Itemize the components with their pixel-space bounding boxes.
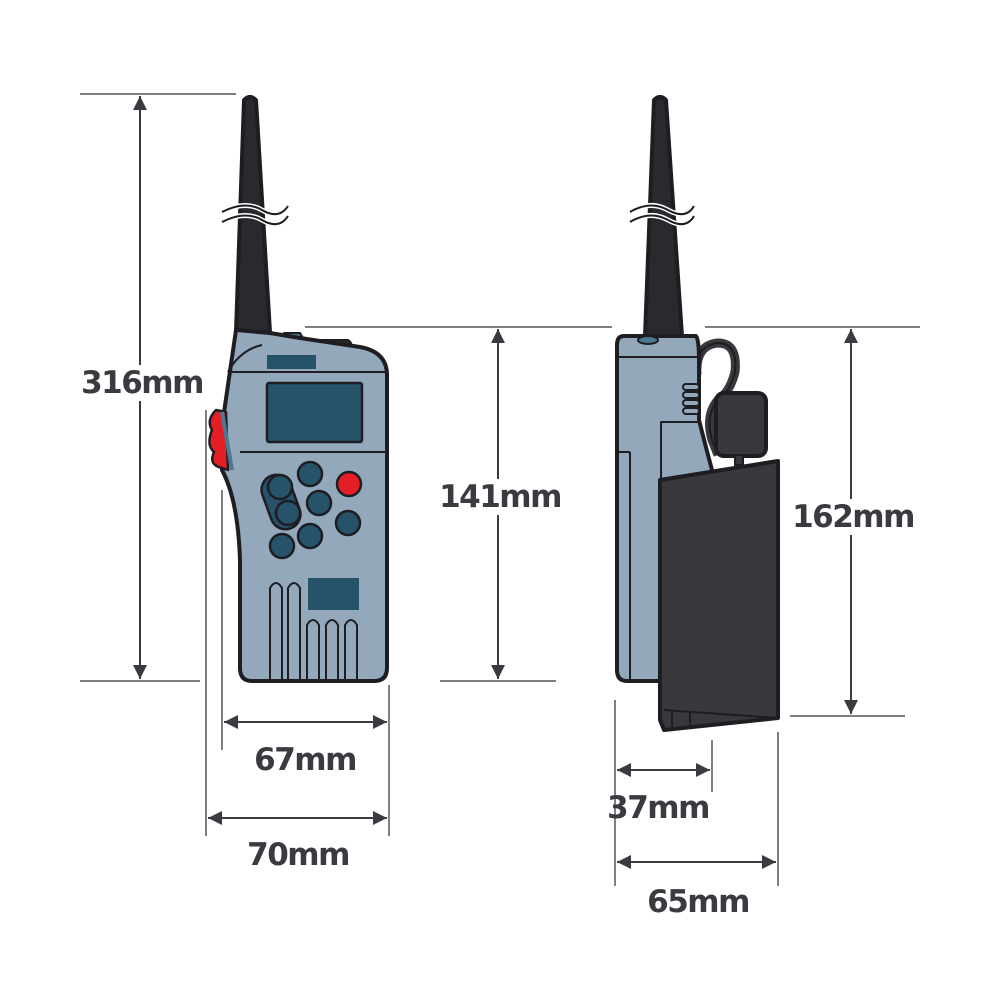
grille-slots: [269, 582, 358, 681]
display-screen: [265, 381, 364, 444]
front-radio: [208, 95, 389, 683]
logo-plate: [267, 355, 316, 369]
label-height-with-holster: 162mm: [790, 499, 916, 535]
holster: [658, 459, 780, 732]
clip-pad: [714, 391, 768, 458]
side-radio: [615, 95, 780, 732]
distress-button-red: [335, 470, 363, 498]
keypad: [260, 460, 363, 560]
top-knob: [637, 335, 659, 345]
label-body-width: 67mm: [252, 742, 358, 778]
label-body-depth: 37mm: [607, 790, 710, 826]
label-overall-width: 70mm: [245, 837, 351, 873]
label-body-height: 141mm: [437, 479, 563, 515]
extension-lines: [80, 93, 920, 886]
speaker-plate: [308, 578, 359, 610]
label-depth-with-holster: 65mm: [645, 884, 751, 920]
label-overall-height: 316mm: [79, 365, 205, 401]
grip-ridges: [682, 383, 700, 415]
